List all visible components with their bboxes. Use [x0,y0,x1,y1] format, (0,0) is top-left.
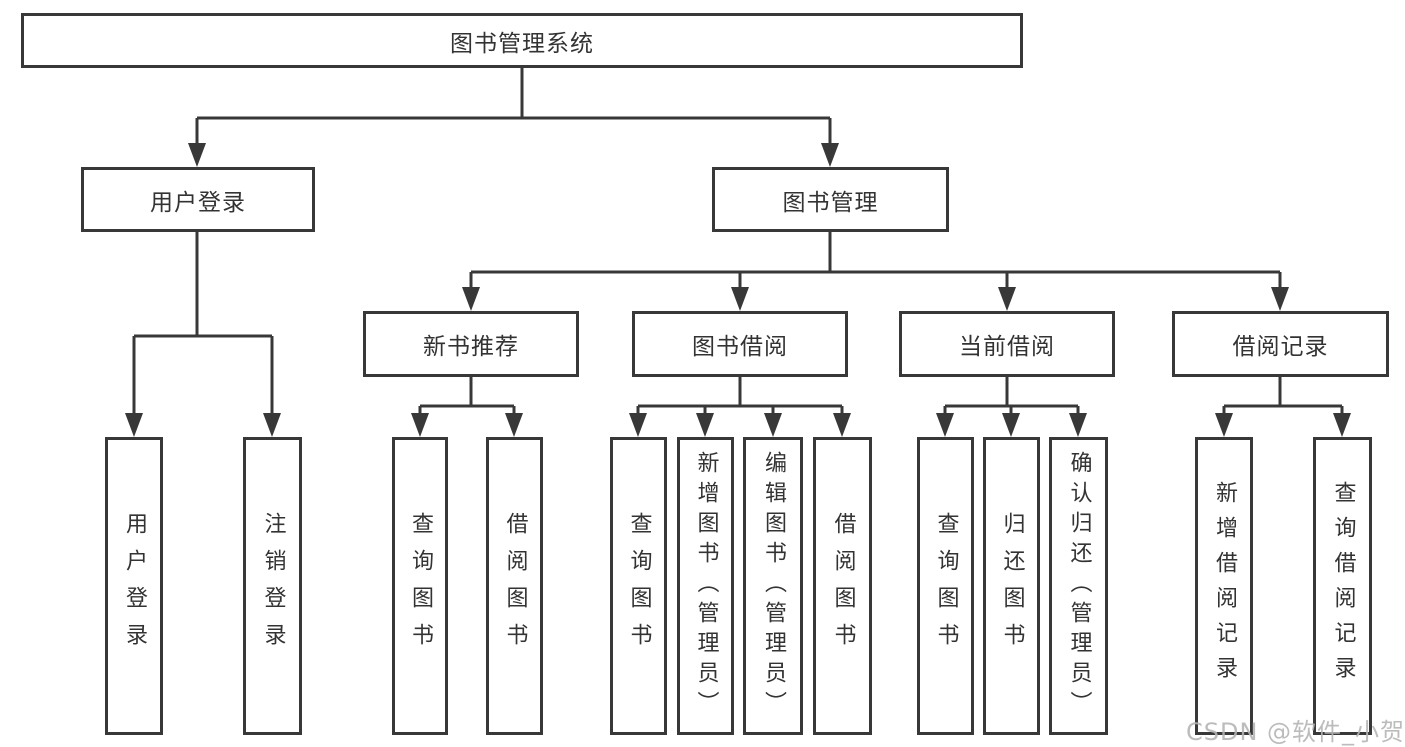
node-label: 图书借阅 [692,334,788,360]
node-label: 借阅图书 [502,512,528,660]
leaf-query-borrow-record: 查询借阅记录 [1313,437,1372,735]
node-label: 编辑图书（管理员） [761,451,786,721]
node-label: 借阅记录 [1232,334,1329,360]
node-user-login: 用户登录 [81,167,315,232]
leaf-add-books-admin: 新增图书（管理员） [677,437,734,735]
connector-root-to-level2 [195,68,832,146]
node-label: 新增借阅记录 [1212,481,1237,691]
connector-currentborrowing-to-leaves [943,377,1080,416]
node-label: 借阅图书 [830,512,856,660]
connector-bookmgmt-to-level3 [469,232,1282,290]
node-label: 归还图书 [999,512,1025,660]
node-label: 用户登录 [122,512,147,660]
node-label: 当前借阅 [959,334,1055,360]
connector-newbookrec-to-leaves [418,377,516,416]
node-label: 查询图书 [626,512,652,660]
leaf-query-books-recommend: 查询图书 [392,437,448,735]
node-label: 查询借阅记录 [1330,481,1356,691]
leaf-edit-books-admin: 编辑图书（管理员） [743,437,803,735]
node-book-management: 图书管理 [712,167,949,232]
leaf-add-borrow-record: 新增借阅记录 [1195,437,1253,735]
node-label: 新增图书（管理员） [693,451,719,721]
arrowhead [505,413,523,437]
arrowhead [1215,413,1233,437]
arrowhead [1271,287,1289,311]
node-new-book-recommend: 新书推荐 [363,311,579,377]
leaf-query-books-current: 查询图书 [917,437,974,735]
leaf-return-books: 归还图书 [983,437,1040,735]
node-book-borrowing: 图书借阅 [632,311,848,377]
leaf-borrow-books-recommend: 借阅图书 [486,437,543,735]
node-label: 查询图书 [408,512,433,660]
node-borrowing-records: 借阅记录 [1172,311,1389,377]
arrowhead [696,413,714,437]
arrowhead [1002,413,1020,437]
node-label: 查询图书 [933,512,959,660]
arrowhead [125,413,143,437]
leaf-borrow-books-borrowing: 借阅图书 [813,437,872,735]
connector-bookborrowing-to-leaves [636,377,844,416]
arrowhead [1333,413,1351,437]
leaf-logout: 注销登录 [243,437,302,735]
node-label: 图书管理系统 [450,30,594,57]
node-label: 用户登录 [150,189,246,216]
node-label: 新书推荐 [423,334,519,360]
node-label: 图书管理 [782,189,879,216]
node-root-system: 图书管理系统 [21,13,1023,68]
arrowhead [188,143,206,167]
arrowhead [731,287,749,311]
csdn-watermark: CSDN @软件_小贺同学 [1186,718,1405,746]
node-label: 注销登录 [260,512,286,660]
arrowhead [629,413,647,437]
leaf-confirm-return-admin: 确认归还（管理员） [1049,437,1108,735]
arrowhead [764,413,782,437]
arrowhead [833,413,851,437]
arrowhead [462,287,480,311]
node-label: 确认归还（管理员） [1066,451,1092,721]
arrowhead [1069,413,1087,437]
leaf-user-login: 用户登录 [105,437,163,735]
connector-userlogin-to-leaves [132,232,274,416]
arrowhead [998,287,1016,311]
leaf-query-books-borrowing: 查询图书 [610,437,667,735]
arrowhead [821,143,839,167]
arrowhead [936,413,954,437]
arrowhead [411,413,429,437]
node-current-borrowing: 当前借阅 [899,311,1115,377]
connector-borrowrecords-to-leaves [1222,377,1344,416]
arrowhead [263,413,281,437]
